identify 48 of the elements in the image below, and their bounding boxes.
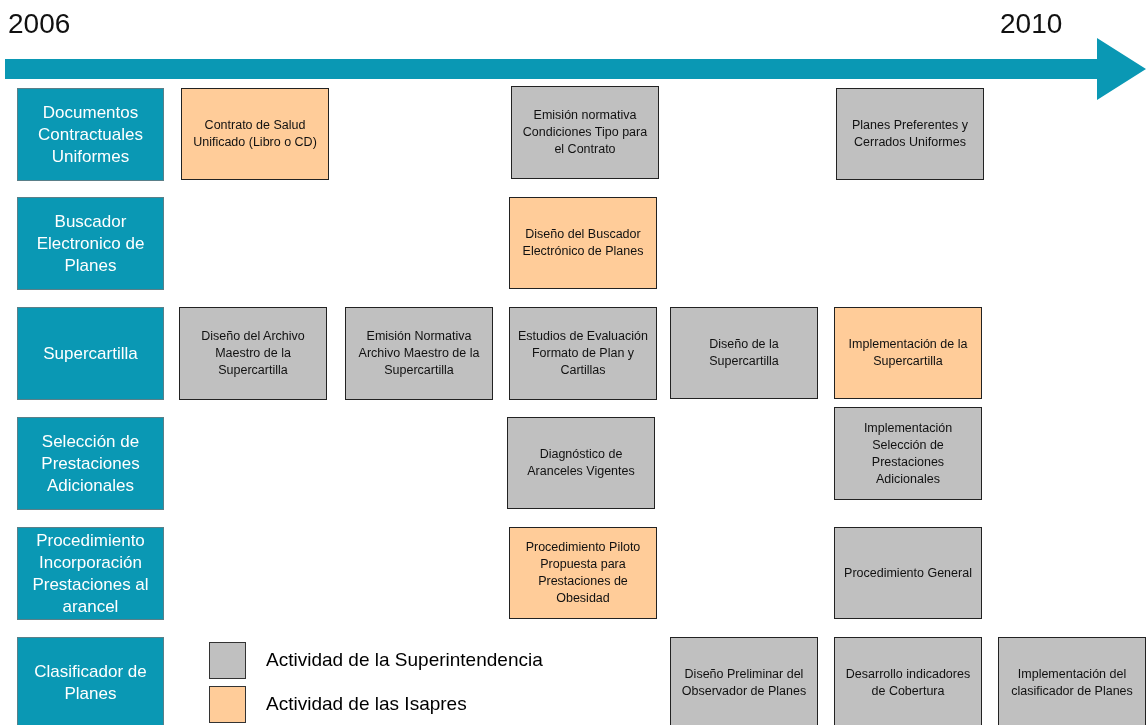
activity-text: Diseño Preliminar del Observador de Planes [680,666,808,700]
activity-text: Diseño del Buscador Electrónico de Planes [521,226,645,260]
activity-box [179,307,327,400]
activity-box [834,637,982,725]
activity-text: Diagnóstico de Aranceles Vigentes [526,446,636,480]
activity-text: Planes Preferentes y Cerrados Uniformes [850,117,969,151]
activity-box [511,86,659,179]
activity-text: Implementación de la Supercartilla [847,336,969,370]
activity-text: Contrato de Salud Unificado (Libro o CD) [192,117,318,151]
category-box [17,417,164,510]
category-box [17,197,164,290]
activity-text: Diseño del Archivo Maestro de la Supercartilla [200,328,306,379]
activity-box [670,307,818,399]
activity-text: Emisión Normativa Archivo Maestro de la Supercartilla [357,328,481,379]
activity-text: Emisión normativa Condiciones Tipo para el Contrato [521,107,649,158]
category-title: Supercartilla [43,342,138,365]
category-title: Buscador Electronico de Planes [35,210,146,277]
category-title: Clasificador de Planes [33,661,148,705]
activity-text: Implementación del clasificador de Planes [1010,666,1134,700]
category-title: Documentos Contractuales Uniformes [37,101,144,168]
category-box [17,88,164,181]
category-box [17,637,164,725]
year-label: 2010 [1000,8,1063,40]
category-box [17,527,164,620]
legend-label: Actividad de las Isapres [266,693,467,715]
activity-box [507,417,655,509]
activity-box [836,88,984,180]
activity-text: Procedimiento General [844,564,972,582]
activity-box [345,307,493,400]
activity-text: Estudios de Evaluación Formato de Plan y Cartillas [517,328,649,379]
activity-text: Procedimiento Piloto Propuesta para Prestaciones de Obesidad [524,539,642,607]
category-title: Procedimiento Incorporación Prestaciones al arancel [31,529,150,618]
activity-box [509,197,657,289]
year-label: 2006 [8,8,71,40]
activity-box [834,407,982,500]
activity-text: Implementación Selección de Prestaciones Adicionales [862,419,954,488]
activity-text: Desarrollo indicadores de Cobertura [844,666,972,700]
legend-label: Actividad de la Superintendencia [266,649,543,671]
category-title: Selección de Prestaciones Adicionales [40,430,141,497]
activity-text: Diseño de la Supercartilla [708,336,780,370]
activity-box [181,88,329,180]
activity-box [509,307,657,400]
category-box [17,307,164,400]
activity-box [834,527,982,619]
activity-box [509,527,657,619]
activity-box [998,637,1146,725]
activity-box [834,307,982,399]
activity-box [670,637,818,725]
